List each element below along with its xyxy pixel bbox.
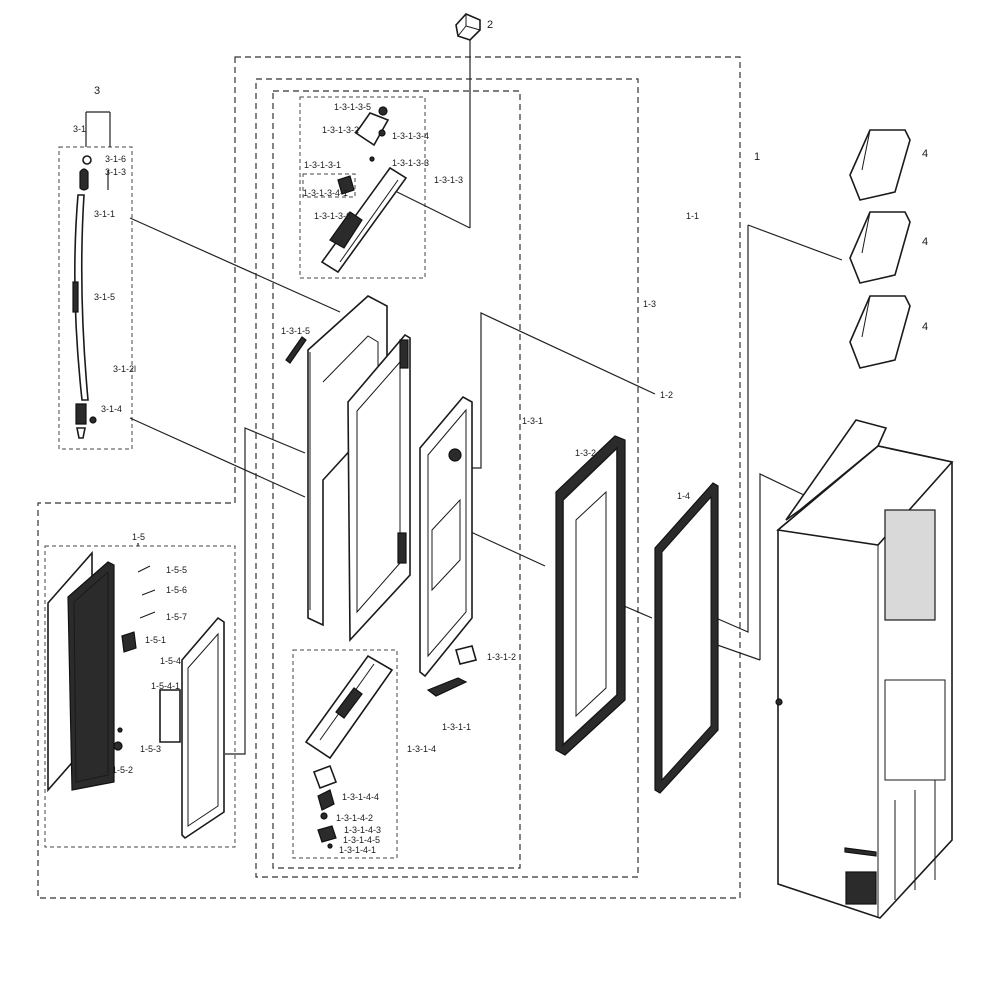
group-1-3-1-outline [272,90,521,869]
label-1-5-3: 1-5-3 [140,744,161,754]
label-1-3-1-4: 1-3-1-4 [407,744,436,754]
part-2-cap [455,13,481,41]
label-2: 2 [487,19,493,31]
label-3-1-3: 3-1-3 [105,167,126,177]
label-1-3-1-3: 1-3-1-3 [434,175,463,185]
part-refrigerator-cabinet [775,419,954,919]
label-3-1-6: 3-1-6 [105,154,126,164]
label-3-1: 3-1 [73,124,86,134]
label-3: 3 [94,85,100,97]
label-3-1-1: 3-1-1 [94,209,115,219]
group-1-3-1-3-4-1-outline [302,173,356,198]
part-labels: 2 1 1-1 1-2 1-3 1-4 1-5 1-3-1 1-3-1-1 1-… [73,19,928,855]
label-1-3-1-4-5: 1-3-1-4-5 [343,835,380,845]
label-1-3-1-2: 1-3-1-2 [487,652,516,662]
label-1-3-1-4-3: 1-3-1-4-3 [344,825,381,835]
part-4-bin-2 [849,211,911,284]
label-1-3-1-4-2: 1-3-1-4-2 [336,813,373,823]
part-1-3-1-door-panel [419,395,473,678]
group-1-outline [37,56,741,899]
label-1-3-2: 1-3-2 [575,448,596,458]
label-3-1-5: 3-1-5 [94,292,115,302]
label-4-bottom: 4 [922,321,928,333]
part-3-1-handle [72,155,97,439]
label-1-5-1: 1-5-1 [145,635,166,645]
label-1-5-4: 1-5-4 [160,656,181,666]
label-1-3-1-3-6: 1-3-1-3-6 [314,211,351,221]
group-1-3-1-3-outline [299,96,426,279]
group-3-1-outline [58,146,133,450]
group-1-3-1-4-outline [292,649,398,859]
label-1-3: 1-3 [643,299,656,309]
label-1-3-1-3-2: 1-3-1-3-2 [322,125,359,135]
label-1-3-1-3-4-1: 1-3-1-3-4-1 [303,188,348,198]
label-1-3-1-4-1: 1-3-1-4-1 [339,845,376,855]
part-1-3-2-gasket-frame [555,435,626,756]
label-1: 1 [754,151,760,163]
group-1-3-outline [255,78,639,878]
label-1-4: 1-4 [677,491,690,501]
label-3-1-2l: 3-1-2l [113,364,136,374]
part-1-3-1-3-cap-assembly [320,106,408,274]
label-4-middle: 4 [922,236,928,248]
label-3-1-4: 3-1-4 [101,404,122,414]
label-1-3-1-4-4: 1-3-1-4-4 [342,792,379,802]
part-1-3-1-5-strip [285,336,307,364]
part-4-bin-1 [849,129,911,201]
part-1-5-panels [47,550,225,840]
label-1-3-1-3-1: 1-3-1-3-1 [304,160,341,170]
part-1-3-1-4-cap-assembly [304,654,394,849]
part-1-3-1-2-module [426,645,477,697]
label-1-5-4-1: 1-5-4-1 [151,681,180,691]
label-1-1: 1-1 [686,211,699,221]
label-1-3-1-3-4: 1-3-1-3-4 [392,131,429,141]
part-4-bin-3 [849,295,911,369]
label-1-2: 1-2 [660,390,673,400]
part-door-frame [347,333,411,643]
group-1-5-outline [44,545,236,848]
label-1-3-1: 1-3-1 [522,416,543,426]
label-1-5-6: 1-5-6 [166,585,187,595]
label-1-5: 1-5 [132,532,145,542]
label-1-5-5: 1-5-5 [166,565,187,575]
part-1-4-seal [654,482,719,794]
label-1-5-2: 1-5-2 [112,765,133,775]
label-4-top: 4 [922,148,928,160]
label-1-3-1-3-5: 1-3-1-3-5 [334,102,371,112]
label-1-3-1-3-3: 1-3-1-3-3 [392,158,429,168]
label-1-3-1-5: 1-3-1-5 [281,326,310,336]
label-1-5-7: 1-5-7 [166,612,187,622]
label-1-3-1-1: 1-3-1-1 [442,722,471,732]
